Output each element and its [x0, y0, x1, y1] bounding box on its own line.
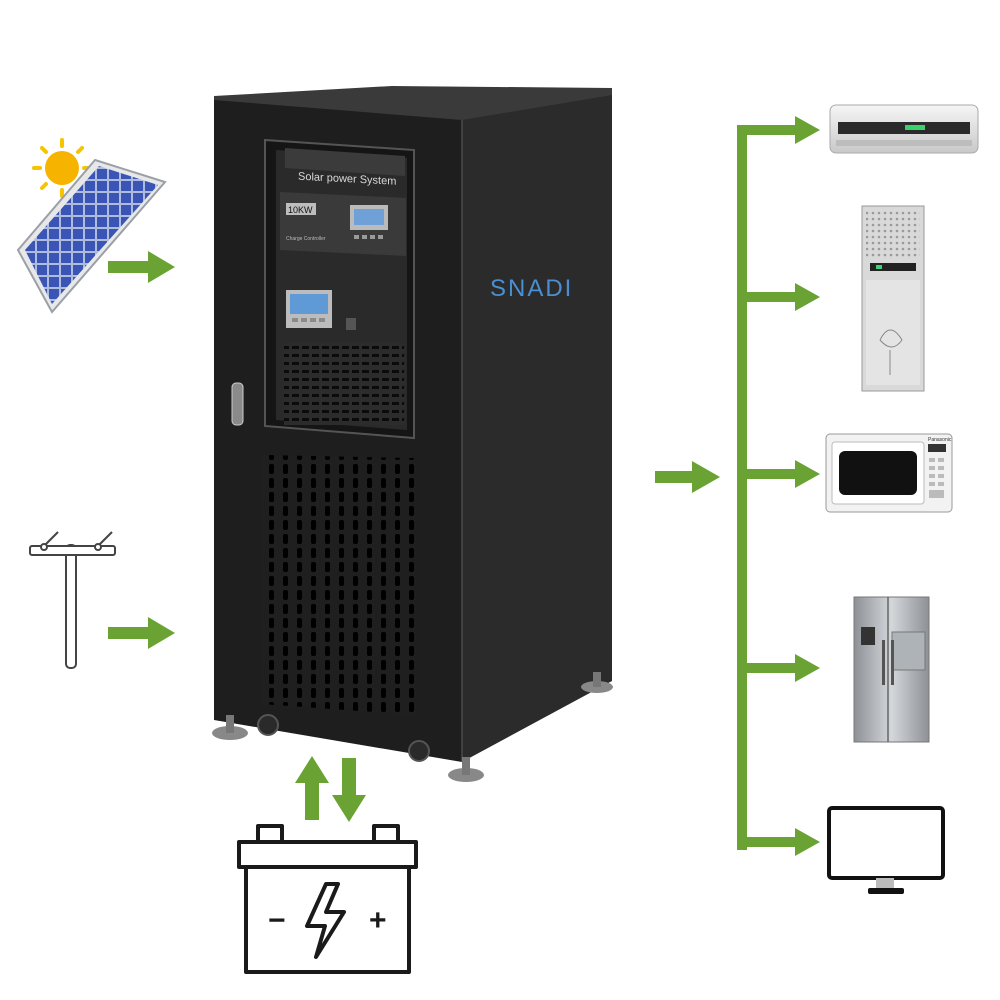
refrigerator-icon	[853, 596, 930, 743]
solar-panel-cells	[25, 166, 158, 304]
air-conditioner-icon	[829, 104, 979, 154]
upper-lcd-display	[350, 205, 388, 239]
solar-panel	[16, 138, 167, 314]
rating-badge	[286, 203, 316, 215]
controller-label: Charge Controller	[286, 236, 326, 242]
utility-pole-icon	[29, 531, 116, 669]
arrow-cabinet-to-loads	[655, 461, 720, 493]
battery-minus-sign: −	[268, 904, 286, 937]
brand-logo: SNADI	[490, 275, 573, 302]
output-bus	[737, 116, 820, 856]
front-grill	[262, 455, 414, 715]
door-handle	[231, 382, 244, 426]
computer-monitor-icon	[827, 806, 945, 894]
panel-title: Solar power System	[298, 171, 396, 188]
arrow-battery-down	[332, 758, 366, 822]
cabinet-feet	[212, 672, 613, 782]
microwave-oven-icon: Panasonic	[825, 433, 953, 513]
standing-air-conditioner-icon	[861, 205, 925, 392]
inner-vent	[284, 343, 404, 425]
microwave-brand: Panasonic	[928, 437, 952, 443]
arrow-grid-to-cabinet	[108, 617, 175, 649]
battery-plus-sign: +	[369, 904, 387, 937]
power-switch	[346, 318, 356, 330]
rating-label: 10KW	[288, 205, 313, 215]
arrow-battery-up	[295, 756, 329, 820]
inverter-cabinet: Solar power System 10KW Charge Controlle…	[212, 86, 613, 782]
battery-icon	[237, 824, 418, 974]
lower-lcd-display	[286, 290, 332, 328]
arrow-solar-to-cabinet	[108, 251, 175, 283]
